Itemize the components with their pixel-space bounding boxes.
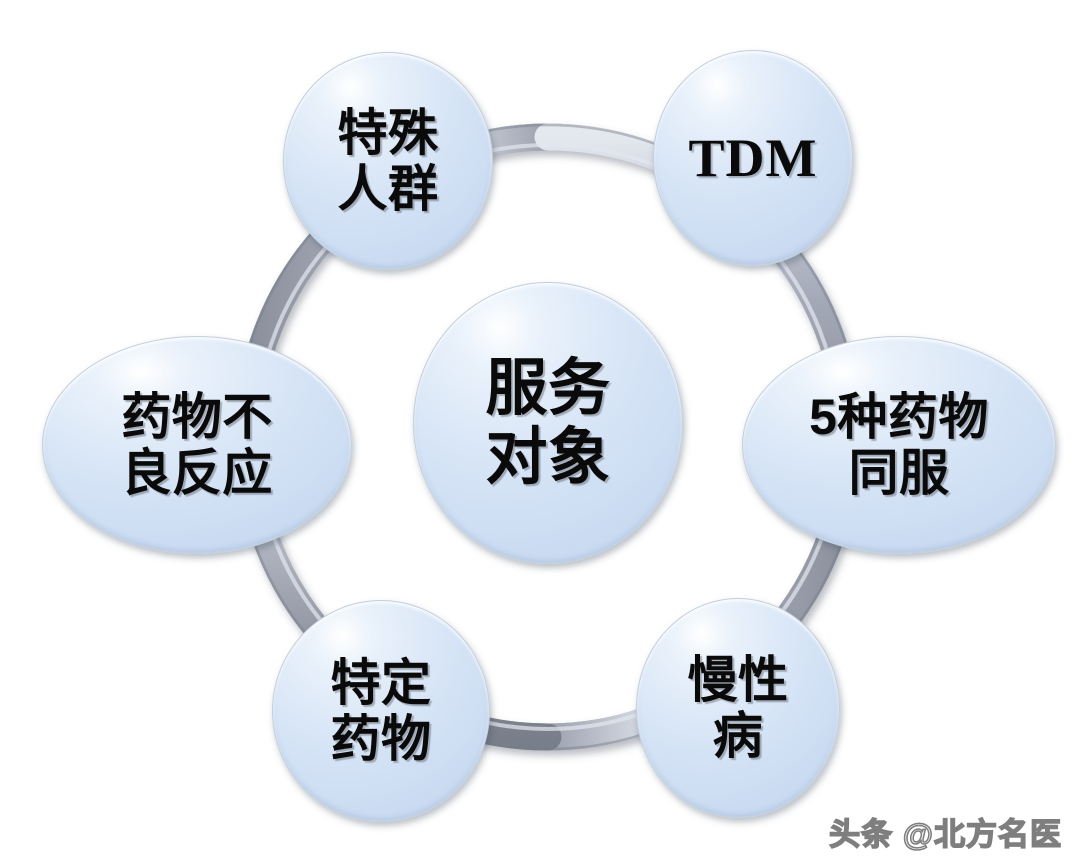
node-tdm-label: TDM (688, 127, 818, 188)
node-polypharmacy[interactable]: 5种药物 同服 (742, 336, 1056, 554)
node-chronic-disease[interactable]: 慢性 病 (636, 598, 840, 818)
watermark-text: 头条 @北方名医 (828, 816, 1062, 853)
center-node-label: 服务 对象 (485, 353, 611, 492)
node-polypharmacy-label: 5种药物 同服 (809, 389, 989, 501)
node-special-population-label: 特殊 人群 (337, 105, 439, 217)
node-specific-drug[interactable]: 特定 药物 (272, 600, 490, 822)
node-chronic-disease-label: 慢性 病 (687, 652, 789, 764)
node-specific-drug-label: 特定 药物 (330, 655, 432, 767)
center-node-service-target[interactable]: 服务 对象 (413, 282, 683, 564)
node-special-population[interactable]: 特殊 人群 (283, 52, 493, 270)
node-tdm[interactable]: TDM (653, 50, 853, 266)
node-adverse-drug-reaction-label: 药物不 良反应 (121, 389, 273, 501)
node-adverse-drug-reaction[interactable]: 药物不 良反应 (42, 336, 352, 554)
